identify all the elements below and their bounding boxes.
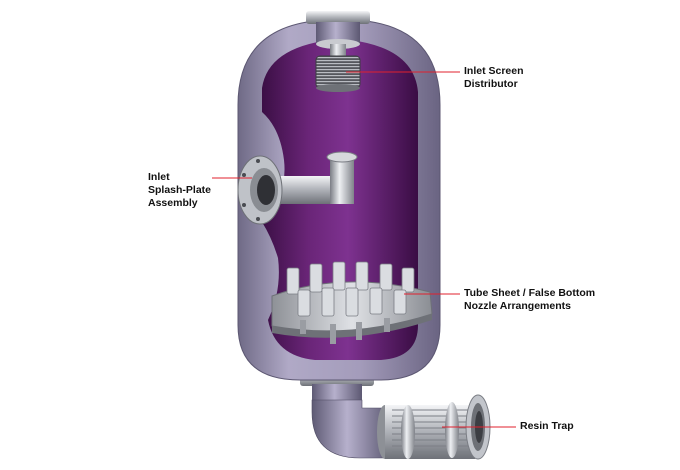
label-resin-trap: Resin Trap <box>520 420 574 432</box>
label-inlet-splash-plate-assembly: Inlet Splash-Plate Assembly <box>148 171 212 209</box>
inlet-splash-plate-assembly <box>237 151 358 225</box>
leader-lines <box>212 71 516 428</box>
tube-sheet-false-bottom <box>271 261 433 344</box>
label-tube-sheet-nozzle-arrangements: Tube Sheet / False Bottom Nozzle Arrange… <box>464 287 596 312</box>
label-inlet-screen-distributor: Inlet Screen Distributor <box>464 65 524 90</box>
resin-trap <box>377 394 491 460</box>
bottom-outlet-pipe <box>300 372 391 459</box>
